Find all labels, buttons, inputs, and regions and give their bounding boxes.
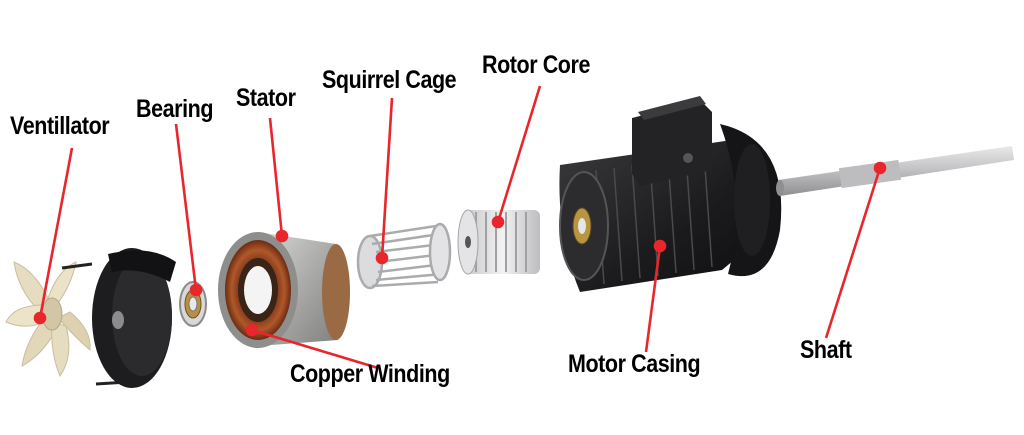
label-copper-winding: Copper Winding bbox=[290, 360, 450, 388]
label-ventillator: Ventillator bbox=[10, 112, 110, 140]
stator bbox=[218, 232, 350, 348]
dot-motor-casing bbox=[653, 239, 667, 253]
dot-squirrel-cage bbox=[375, 251, 389, 265]
leader-lines bbox=[33, 85, 887, 370]
squirrel-cage bbox=[356, 222, 452, 290]
motor-casing bbox=[559, 96, 782, 292]
label-stator: Stator bbox=[236, 84, 296, 112]
dot-stator bbox=[275, 229, 289, 243]
label-squirrel-cage: Squirrel Cage bbox=[322, 66, 457, 94]
dot-copper-winding bbox=[245, 323, 259, 337]
dot-ventillator bbox=[33, 311, 47, 325]
dot-rotor-core bbox=[491, 215, 505, 229]
leader-stator bbox=[268, 117, 284, 237]
leader-rotor-core bbox=[496, 85, 542, 223]
leader-squirrel-cage bbox=[380, 97, 394, 259]
rotor-core bbox=[457, 209, 540, 275]
ventillator-fan bbox=[5, 261, 91, 378]
leader-motor-casing bbox=[644, 245, 662, 353]
leader-copper-winding bbox=[251, 328, 379, 370]
label-motor-casing: Motor Casing bbox=[568, 350, 701, 378]
leader-ventillator bbox=[38, 147, 74, 319]
label-rotor-core: Rotor Core bbox=[482, 51, 590, 79]
leader-bearing bbox=[174, 123, 198, 291]
label-bearing: Bearing bbox=[136, 95, 214, 123]
label-shaft: Shaft bbox=[800, 336, 852, 364]
leader-shaft bbox=[824, 167, 882, 339]
dot-shaft bbox=[873, 161, 887, 175]
dot-bearing bbox=[189, 283, 203, 297]
shaft bbox=[776, 146, 1014, 196]
end-cover bbox=[92, 248, 176, 388]
